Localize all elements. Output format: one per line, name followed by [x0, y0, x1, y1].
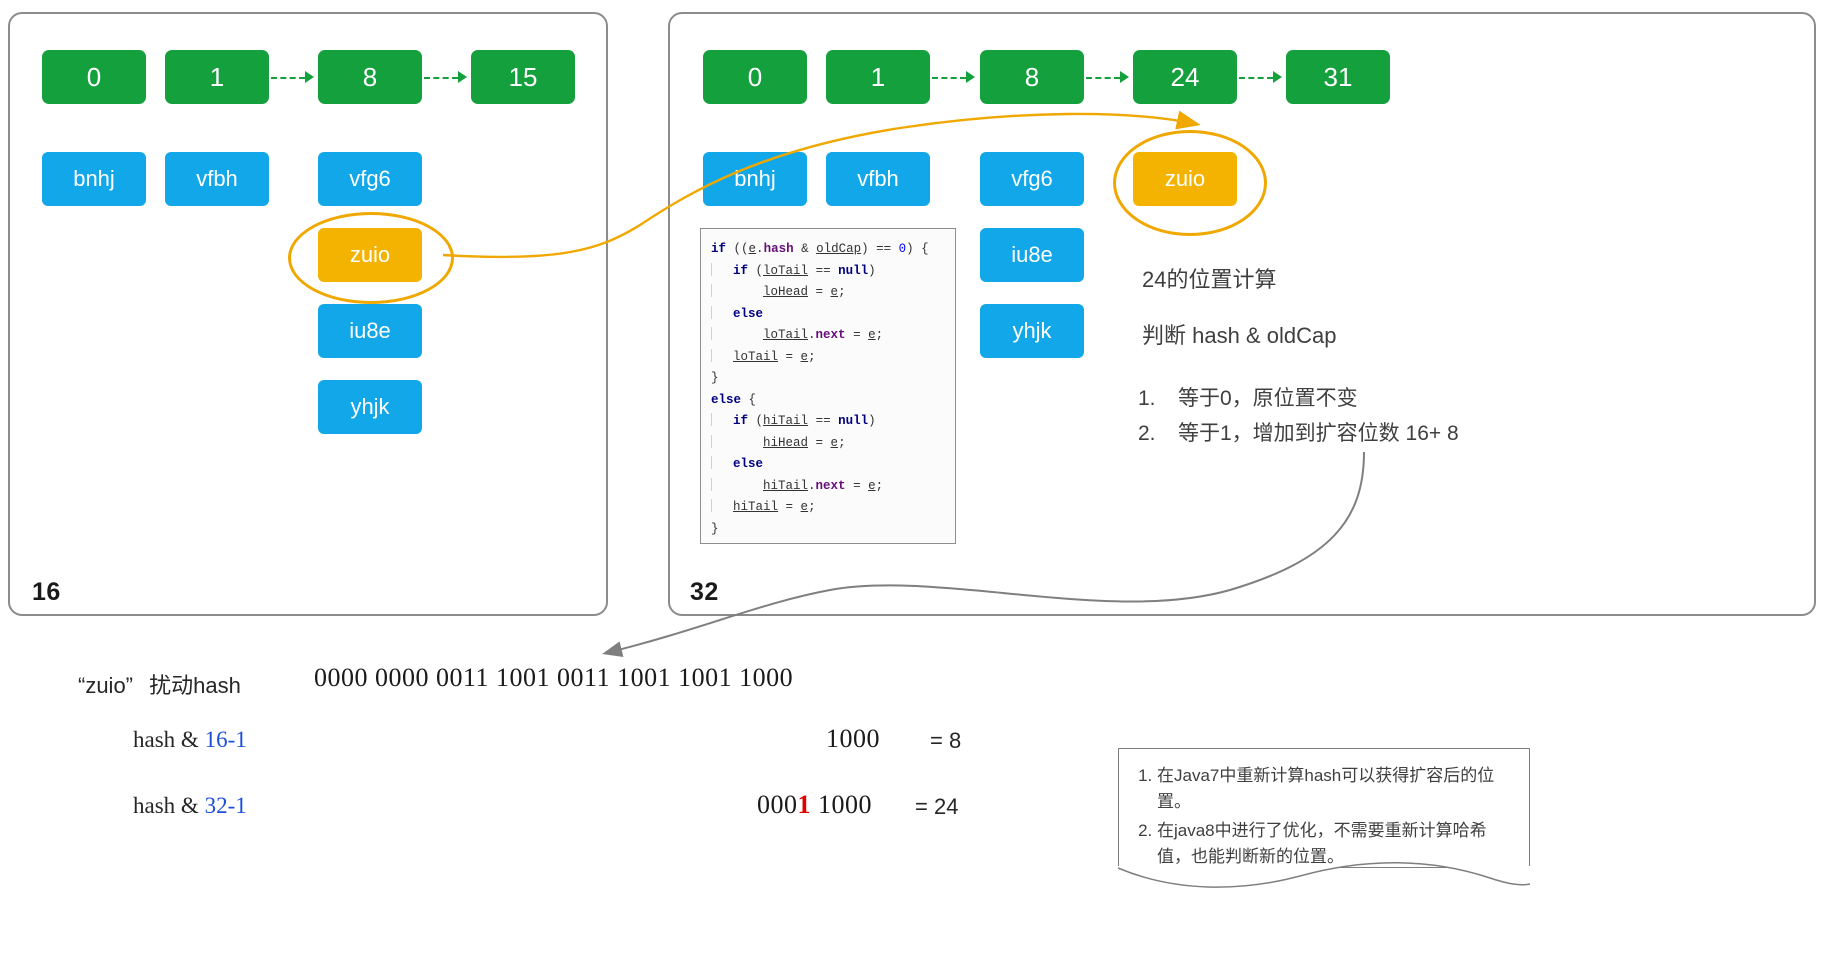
code-indent-guide	[711, 477, 712, 491]
note-list: 1. 等于0，原位置不变 2. 等于1，增加到扩容位数 16+ 8	[1138, 382, 1459, 451]
bucket-link-arrowhead	[305, 71, 314, 83]
entry-node[interactable]: vfg6	[980, 152, 1084, 206]
bucket-cell[interactable]: 8	[318, 50, 422, 104]
code-indent-guide	[711, 262, 712, 276]
hash-and-prefix: hash &	[133, 727, 205, 752]
hash-and-32-label: hash & 32-1	[133, 793, 247, 819]
code-line: }	[711, 521, 719, 536]
code-line: hiTail.next = e;	[711, 476, 947, 498]
callout-note-item: 在java8中进行了优化，不需要重新计算哈希值，也能判断新的位置。	[1157, 818, 1515, 869]
hash-and-16-result: = 8	[930, 728, 962, 753]
hash-and-prefix: hash &	[133, 793, 205, 818]
entry-node[interactable]: yhjk	[318, 380, 422, 434]
code-line: else {	[711, 392, 757, 407]
entry-node[interactable]: iu8e	[318, 304, 422, 358]
bucket-cell[interactable]: 24	[1133, 50, 1237, 104]
note-subtitle: 判断 hash & oldCap	[1142, 323, 1337, 348]
code-indent-guide	[711, 305, 712, 319]
code-indent-guide	[711, 284, 712, 297]
hash-and-accent: 16-1	[204, 727, 247, 752]
bucket-link-arrowhead	[966, 71, 975, 83]
note-list-item: 2. 等于1，增加到扩容位数 16+ 8	[1138, 417, 1459, 452]
bucket-cell[interactable]: 1	[826, 50, 930, 104]
hash-and-32-bits: 0001 1000	[757, 790, 872, 820]
bucket-cell[interactable]: 31	[1286, 50, 1390, 104]
note-list-text: 等于1，增加到扩容位数 16+ 8	[1178, 421, 1459, 445]
hash-and-accent: 32-1	[204, 793, 247, 818]
entry-node[interactable]: iu8e	[980, 228, 1084, 282]
bucket-cell[interactable]: 15	[471, 50, 575, 104]
bucket-cell[interactable]: 8	[980, 50, 1084, 104]
code-line: hiHead = e;	[711, 433, 947, 455]
callout-note-item: 在Java7中重新计算hash可以获得扩容后的位置。	[1157, 763, 1515, 814]
callout-note-box: 在Java7中重新计算hash可以获得扩容后的位置。 在java8中进行了优化，…	[1118, 748, 1530, 868]
panel-left-caption: 16	[32, 578, 61, 606]
hash-row-text: 扰动hash	[149, 673, 241, 698]
hash-bits-pre: 000	[757, 790, 798, 819]
note-list-index: 2.	[1138, 421, 1156, 445]
code-indent-guide	[711, 434, 712, 448]
bucket-cell[interactable]: 1	[165, 50, 269, 104]
hash-row-label: “zuio” 扰动hash	[78, 668, 241, 700]
code-line: loTail = e;	[711, 347, 947, 369]
entry-node[interactable]: vfbh	[826, 152, 930, 206]
note-list-text: 等于0，原位置不变	[1178, 387, 1358, 410]
entry-node[interactable]: yhjk	[980, 304, 1084, 358]
highlight-ellipse-right	[1113, 130, 1267, 236]
bucket-link-dash	[932, 77, 966, 79]
bucket-link-dash	[1086, 77, 1120, 79]
note-list-item: 1. 等于0，原位置不变	[1138, 382, 1459, 417]
code-line: else	[711, 304, 947, 326]
code-indent-guide	[711, 348, 712, 362]
entry-node[interactable]: bnhj	[42, 152, 146, 206]
hash-bits-full: 0000 0000 0011 1001 0011 1001 1001 1000	[314, 663, 794, 692]
bucket-link-dash	[271, 77, 305, 79]
bucket-cell[interactable]: 0	[42, 50, 146, 104]
code-line: if (hiTail == null)	[711, 411, 947, 433]
code-indent-guide	[711, 456, 712, 469]
code-line: if ((e.hash & oldCap) == 0) {	[711, 242, 929, 256]
code-line: loTail.next = e;	[711, 325, 947, 347]
code-indent-guide	[711, 327, 712, 340]
panel-right-caption: 32	[690, 578, 719, 606]
bucket-link-arrowhead	[1273, 71, 1282, 83]
highlight-ellipse-left	[288, 212, 454, 304]
bucket-link-arrowhead	[458, 71, 467, 83]
code-line: loHead = e;	[711, 282, 947, 304]
hash-bits-marked: 1	[797, 790, 811, 819]
code-line: }	[711, 371, 719, 385]
hash-and-16-label: hash & 16-1	[133, 727, 247, 753]
code-indent-guide	[711, 499, 712, 512]
code-line: if (loTail == null)	[711, 261, 947, 283]
bucket-link-dash	[1239, 77, 1273, 79]
bucket-link-dash	[424, 77, 458, 79]
code-line: else	[711, 454, 947, 476]
note-list-index: 1.	[1138, 387, 1156, 410]
code-line: hiTail = e;	[711, 497, 947, 519]
hash-and-16-bits: 1000	[826, 724, 880, 753]
entry-node[interactable]: bnhj	[703, 152, 807, 206]
code-snippet: if ((e.hash & oldCap) == 0) { if (loTail…	[700, 228, 956, 544]
hash-and-32-result: = 24	[915, 794, 959, 819]
panel-capacity-16	[8, 12, 608, 616]
entry-node[interactable]: vfg6	[318, 152, 422, 206]
bucket-cell[interactable]: 0	[703, 50, 807, 104]
hash-row-quote: “zuio”	[78, 673, 134, 698]
code-indent-guide	[711, 413, 712, 426]
entry-node[interactable]: vfbh	[165, 152, 269, 206]
note-title: 24的位置计算	[1142, 267, 1277, 292]
hash-bits-post: 1000	[811, 790, 872, 819]
bucket-link-arrowhead	[1120, 71, 1129, 83]
